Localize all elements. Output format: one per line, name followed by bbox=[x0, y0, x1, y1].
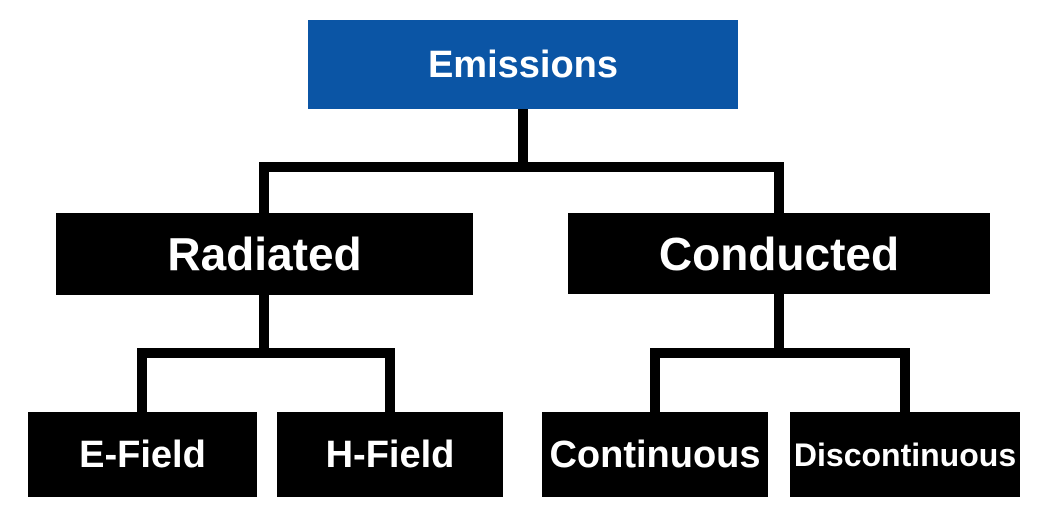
connector-radiated-stem bbox=[259, 295, 269, 357]
connector-level1-horizontal bbox=[259, 162, 784, 172]
connector-radiated-horizontal bbox=[137, 348, 395, 358]
node-conducted-label: Conducted bbox=[658, 227, 900, 280]
node-continuous: Continuous bbox=[542, 412, 768, 497]
connector-conducted-stem bbox=[774, 294, 784, 357]
node-discontinuous-label: Discontinuous bbox=[793, 436, 1017, 473]
node-e-field: E-Field bbox=[28, 412, 257, 497]
connector-drop-h-field bbox=[385, 348, 395, 412]
node-emissions: Emissions bbox=[308, 20, 738, 109]
node-continuous-label: Continuous bbox=[549, 433, 761, 476]
connector-drop-e-field bbox=[137, 348, 147, 412]
connector-drop-radiated bbox=[259, 162, 269, 213]
connector-root-stem bbox=[518, 109, 528, 172]
connector-drop-discontinuous bbox=[900, 348, 910, 412]
connector-drop-continuous bbox=[650, 348, 660, 412]
node-radiated-label: Radiated bbox=[167, 228, 362, 280]
node-h-field: H-Field bbox=[277, 412, 503, 497]
node-emissions-label: Emissions bbox=[427, 43, 619, 86]
node-h-field-label: H-Field bbox=[325, 433, 455, 476]
node-radiated: Radiated bbox=[56, 213, 473, 295]
node-conducted: Conducted bbox=[568, 213, 990, 294]
connector-conducted-horizontal bbox=[650, 348, 910, 358]
node-e-field-label: E-Field bbox=[79, 433, 206, 476]
node-discontinuous: Discontinuous bbox=[790, 412, 1020, 497]
connector-drop-conducted bbox=[774, 162, 784, 213]
